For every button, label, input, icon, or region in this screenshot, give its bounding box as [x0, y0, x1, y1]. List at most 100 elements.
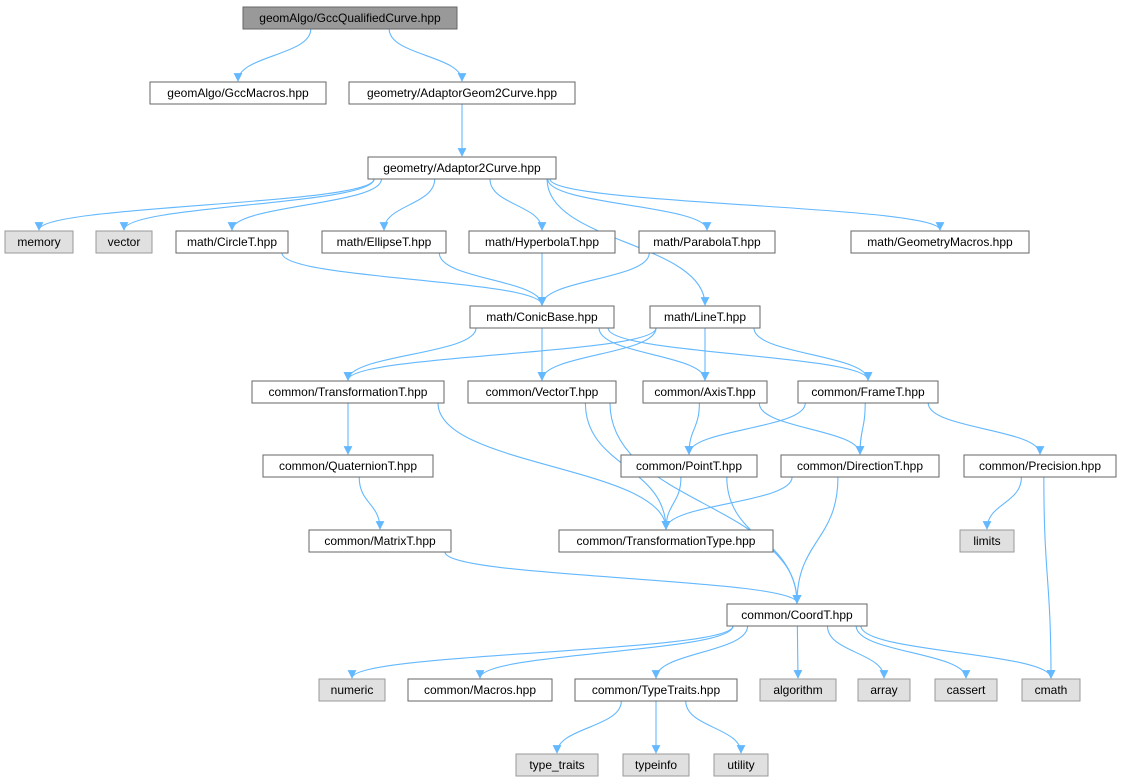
node-utility: utility	[713, 753, 769, 777]
node-box	[468, 230, 616, 254]
node-label: common/Precision.hpp	[979, 459, 1101, 473]
edge-coord-to-macros	[475, 625, 734, 679]
node-box	[934, 678, 998, 702]
node-limits: limits	[959, 529, 1015, 553]
edge-ad2-to-memory	[34, 178, 375, 231]
file-nodes: geomAlgo/GccQualifiedCurve.hpp geomAlgo/G…	[4, 6, 1117, 777]
node-label: common/DirectionT.hpp	[797, 459, 923, 473]
node-hyperbola[interactable]: math/HyperbolaT.hpp	[468, 230, 616, 254]
edge-conic-to-transf	[343, 327, 477, 381]
node-label: common/MatrixT.hpp	[324, 534, 436, 548]
node-vector: vector	[95, 230, 153, 254]
edge-vectort-to-coord	[609, 402, 802, 604]
node-cassert: cassert	[934, 678, 998, 702]
node-box	[367, 156, 557, 180]
node-label: common/TransformationType.hpp	[577, 534, 756, 548]
edge-axis-to-point	[684, 402, 700, 455]
node-label: common/Macros.hpp	[424, 683, 536, 697]
edge-precision-to-limits	[982, 476, 1022, 530]
node-box	[574, 678, 738, 702]
node-label: common/CoordT.hpp	[741, 608, 853, 622]
node-box	[95, 230, 153, 254]
node-box	[321, 230, 447, 254]
node-ad2[interactable]: geometry/Adaptor2Curve.hpp	[367, 156, 557, 180]
node-label: geometry/AdaptorGeom2Curve.hpp	[367, 86, 557, 100]
node-label: cmath	[1035, 683, 1068, 697]
node-ellipse[interactable]: math/EllipseT.hpp	[321, 230, 447, 254]
node-root[interactable]: geomAlgo/GccQualifiedCurve.hpp	[242, 6, 458, 30]
edge-line-to-frame	[753, 327, 873, 381]
node-label: memory	[17, 235, 60, 249]
edge-ad2-to-geommacros	[549, 178, 945, 231]
node-direction[interactable]: common/DirectionT.hpp	[780, 454, 940, 478]
node-box	[963, 454, 1117, 478]
node-label: common/TransformationT.hpp	[269, 385, 428, 399]
edge-coord-to-algorithm	[793, 625, 803, 679]
node-label: geomAlgo/GccMacros.hpp	[167, 86, 309, 100]
node-label: geomAlgo/GccQualifiedCurve.hpp	[259, 11, 441, 25]
node-transtype[interactable]: common/TransformationType.hpp	[558, 529, 774, 553]
edge-ad2-to-hyperbola	[489, 178, 547, 231]
node-adgeom2[interactable]: geometry/AdaptorGeom2Curve.hpp	[348, 81, 576, 105]
node-box	[857, 678, 911, 702]
node-typetraits[interactable]: common/TypeTraits.hpp	[574, 678, 738, 702]
node-box	[469, 305, 615, 329]
node-box	[780, 454, 940, 478]
node-box	[726, 603, 868, 627]
node-array: array	[857, 678, 911, 702]
edge-direction-to-transtype	[661, 476, 793, 530]
node-circle[interactable]: math/CircleT.hpp	[175, 230, 289, 254]
node-cmath: cmath	[1021, 678, 1081, 702]
edge-root-to-gccmacros	[233, 28, 312, 82]
edge-axis-to-direction	[758, 402, 865, 455]
edge-conic-to-frame	[607, 327, 873, 381]
node-label: math/EllipseT.hpp	[337, 235, 432, 249]
node-axis[interactable]: common/AxisT.hpp	[642, 380, 768, 404]
node-box	[713, 753, 769, 777]
edge-parabola-to-conic	[537, 252, 650, 306]
edge-point-to-transtype	[661, 476, 682, 530]
node-point[interactable]: common/PointT.hpp	[620, 454, 758, 478]
node-label: math/LineT.hpp	[664, 310, 746, 324]
node-coord[interactable]: common/CoordT.hpp	[726, 603, 868, 627]
node-box	[558, 529, 774, 553]
edge-typetraits-to-type_traits	[552, 700, 622, 754]
node-parabola[interactable]: math/ParabolaT.hpp	[638, 230, 776, 254]
node-conic[interactable]: math/ConicBase.hpp	[469, 305, 615, 329]
node-matrix[interactable]: common/MatrixT.hpp	[308, 529, 452, 553]
node-label: limits	[973, 534, 1000, 548]
node-line[interactable]: math/LineT.hpp	[649, 305, 761, 329]
node-label: vector	[108, 235, 141, 249]
edge-matrix-to-coord	[444, 551, 802, 604]
node-label: common/AxisT.hpp	[654, 385, 756, 399]
node-box	[262, 454, 434, 478]
edge-frame-to-direction	[855, 402, 866, 455]
node-box	[149, 81, 327, 105]
node-label: common/PointT.hpp	[636, 459, 742, 473]
node-label: array	[870, 683, 897, 697]
node-gccmacros[interactable]: geomAlgo/GccMacros.hpp	[149, 81, 327, 105]
edge-ellipse-to-conic	[438, 252, 547, 306]
node-box	[797, 380, 939, 404]
edge-coord-to-cassert	[855, 625, 971, 679]
node-box	[251, 380, 445, 404]
node-box	[407, 678, 553, 702]
edge-line-to-transf	[343, 327, 657, 381]
node-label: algorithm	[773, 683, 822, 697]
node-precision[interactable]: common/Precision.hpp	[963, 454, 1117, 478]
node-quat[interactable]: common/QuaternionT.hpp	[262, 454, 434, 478]
node-label: common/QuaternionT.hpp	[279, 459, 417, 473]
node-transf[interactable]: common/TransformationT.hpp	[251, 380, 445, 404]
edge-typetraits-to-utility	[685, 700, 746, 754]
node-geommacros[interactable]: math/GeometryMacros.hpp	[850, 230, 1030, 254]
node-box	[318, 678, 386, 702]
node-vectort[interactable]: common/VectorT.hpp	[467, 380, 617, 404]
node-macros[interactable]: common/Macros.hpp	[407, 678, 553, 702]
node-frame[interactable]: common/FrameT.hpp	[797, 380, 939, 404]
node-algorithm: algorithm	[759, 678, 837, 702]
node-box	[348, 81, 576, 105]
edge-circle-to-conic	[281, 252, 547, 306]
node-label: math/ParabolaT.hpp	[653, 235, 761, 249]
node-box	[1021, 678, 1081, 702]
